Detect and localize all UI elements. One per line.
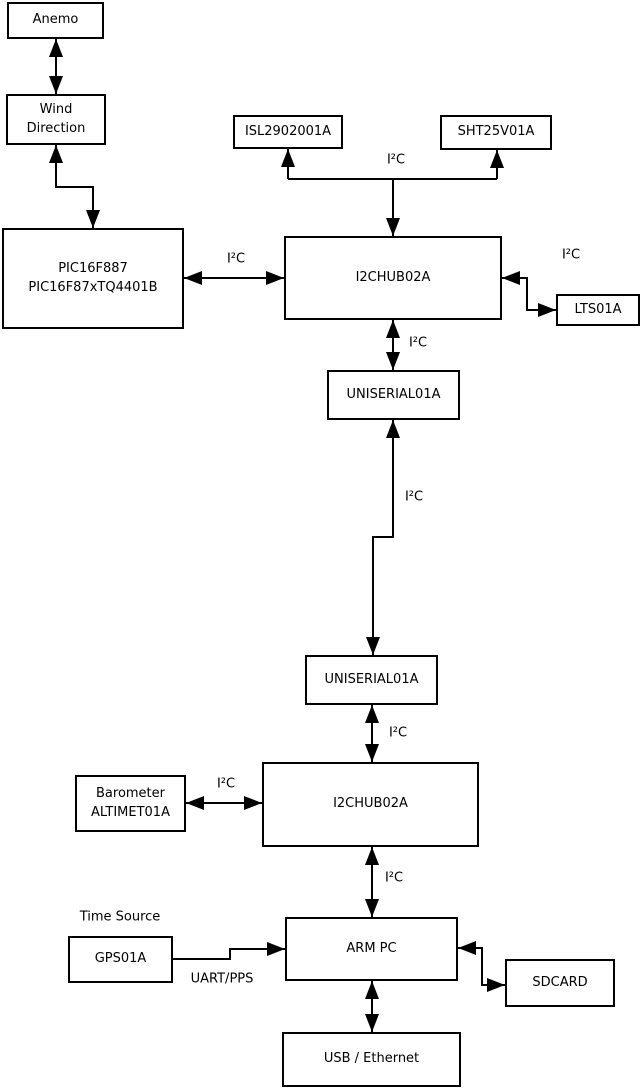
block-anemo-label: Anemo bbox=[32, 12, 79, 28]
block-i2chub02a-upper: I2CHUB02A bbox=[284, 236, 502, 320]
block-i2chub02a-upper-label: I2CHUB02A bbox=[355, 269, 431, 285]
block-wind-direction-label: Wind Direction bbox=[26, 101, 86, 136]
connector-armpc-sdcard bbox=[458, 941, 505, 992]
edge-label-i2c-uniserial-link: I²C bbox=[404, 489, 424, 505]
block-sdcard-label: SDCARD bbox=[532, 974, 588, 990]
block-lts01a: LTS01A bbox=[556, 294, 640, 326]
edge-label-i2c-sensors: I²C bbox=[386, 152, 406, 168]
edge-label-i2c-barometer-hub2: I²C bbox=[216, 776, 236, 792]
block-arm-pc: ARM PC bbox=[285, 917, 458, 981]
edge-label-i2c-hub-uniserial: I²C bbox=[408, 335, 428, 351]
connector-uniserial1-uniserial2 bbox=[366, 420, 400, 655]
edge-label-i2c-pic-hub: I²C bbox=[226, 251, 246, 267]
block-i2chub02a-lower: I2CHUB02A bbox=[262, 762, 479, 847]
block-usb-ethernet: USB / Ethernet bbox=[282, 1032, 461, 1087]
block-barometer-altimet01a-label: Barometer ALTIMET01A bbox=[91, 785, 170, 820]
connector-gps-armpc bbox=[173, 942, 285, 960]
edge-label-i2c-hub-lts: I²C bbox=[561, 247, 581, 263]
block-pic16f887: PIC16F887 PIC16F87xTQ4401B bbox=[2, 228, 184, 329]
block-uniserial01a-upper: UNISERIAL01A bbox=[327, 370, 460, 420]
block-i2chub02a-lower-label: I2CHUB02A bbox=[333, 796, 408, 812]
block-sht25v01a: SHT25V01A bbox=[440, 115, 552, 150]
block-lts01a-label: LTS01A bbox=[574, 301, 622, 317]
connector-wind-pic bbox=[49, 145, 100, 228]
block-wind-direction: Wind Direction bbox=[6, 94, 106, 145]
block-barometer-altimet01a: Barometer ALTIMET01A bbox=[75, 775, 186, 832]
connector-hub1-lts bbox=[502, 271, 556, 317]
edge-label-i2c-uniserial-hub2: I²C bbox=[388, 725, 408, 741]
block-uniserial01a-lower: UNISERIAL01A bbox=[305, 655, 438, 705]
block-uniserial01a-lower-label: UNISERIAL01A bbox=[324, 671, 419, 687]
block-gps01a-label: GPS01A bbox=[94, 951, 147, 967]
block-uniserial01a-upper-label: UNISERIAL01A bbox=[346, 386, 441, 402]
block-usb-ethernet-label: USB / Ethernet bbox=[323, 1051, 420, 1067]
block-sht25v01a-label: SHT25V01A bbox=[457, 124, 535, 140]
block-gps01a: GPS01A bbox=[68, 936, 173, 983]
block-sdcard: SDCARD bbox=[505, 959, 615, 1007]
block-isl2902001a: ISL2902001A bbox=[233, 115, 343, 149]
caption-time-source: Time Source bbox=[79, 909, 161, 925]
block-anemo: Anemo bbox=[7, 2, 104, 39]
edge-label-i2c-hub2-armpc: I²C bbox=[384, 870, 404, 886]
block-pic16f887-label: PIC16F887 PIC16F87xTQ4401B bbox=[28, 260, 158, 295]
block-isl2902001a-label: ISL2902001A bbox=[244, 123, 332, 139]
edge-label-uart-pps: UART/PPS bbox=[190, 971, 254, 987]
block-arm-pc-label: ARM PC bbox=[346, 940, 397, 956]
